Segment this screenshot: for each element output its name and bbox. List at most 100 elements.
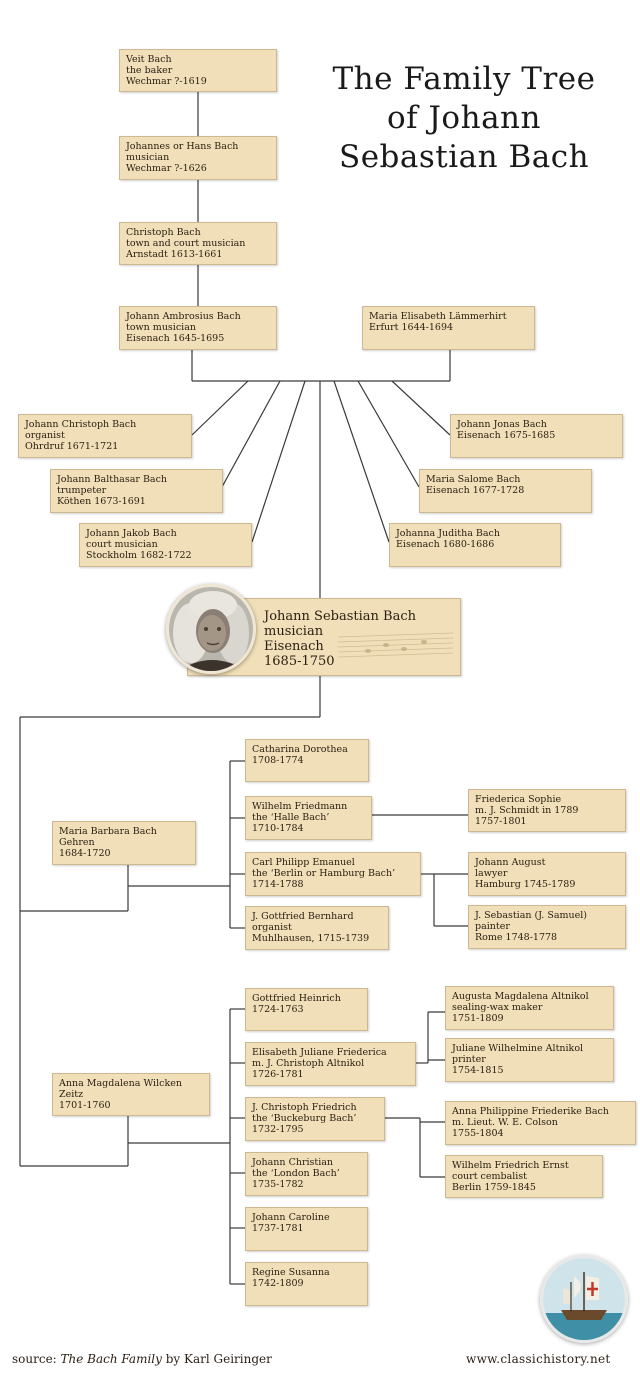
person-name: Johann Caroline	[252, 1212, 330, 1223]
person-detail: court musician	[86, 539, 158, 550]
person-detail: the baker	[126, 65, 173, 76]
person-name: Wilhelm Friedmann	[252, 801, 348, 812]
person-name: Augusta Magdalena Altnikol	[452, 991, 589, 1002]
person-johanna-juditha: Johanna Juditha Bach Eisenach 1680-1686	[389, 523, 561, 567]
person-detail: Eisenach 1645-1695	[126, 333, 225, 344]
person-detail: 1754-1815	[452, 1065, 504, 1076]
person-detail: m. J. Christoph Altnikol	[252, 1058, 365, 1069]
person-detail: 1732-1795	[252, 1124, 304, 1135]
website-link[interactable]: www.classichistory.net	[466, 1352, 611, 1366]
person-j-sebastian-samuel: J. Sebastian (J. Samuel) painter Rome 17…	[468, 905, 626, 949]
bach-portrait	[166, 584, 256, 674]
person-name: Johann Christian	[252, 1157, 334, 1168]
person-name: J. Christoph Friedrich	[252, 1102, 357, 1113]
person-detail: Rome 1748-1778	[475, 932, 558, 943]
diagram-title: The Family Tree of Johann Sebastian Bach	[305, 60, 623, 177]
person-name: Anna Philippine Friederike Bach	[452, 1106, 609, 1117]
person-detail: Eisenach 1677-1728	[426, 485, 525, 496]
person-detail: Köthen 1673-1691	[57, 496, 146, 507]
person-wilhelm-friedmann: Wilhelm Friedmann the ‘Halle Bach’ 1710-…	[245, 796, 372, 840]
person-detail: the ‘Buckeburg Bach’	[252, 1113, 357, 1124]
person-name: Johann Ambrosius Bach	[126, 311, 241, 322]
person-detail: 1714-1788	[252, 879, 304, 890]
person-johann-jonas: Johann Jonas Bach Eisenach 1675-1685	[450, 414, 623, 458]
person-veit-bach: Veit Bach the baker Wechmar ?-1619	[119, 49, 277, 92]
person-name: J. Gottfried Bernhard	[252, 911, 354, 922]
person-detail: m. Lieut. W. E. Colson	[452, 1117, 558, 1128]
person-name: Regine Susanna	[252, 1267, 330, 1278]
person-name: Johann Balthasar Bach	[57, 474, 168, 485]
person-name: Juliane Wilhelmine Altnikol	[452, 1043, 584, 1054]
ship-logo	[540, 1255, 628, 1343]
person-anna-philippine: Anna Philippine Friederike Bach m. Lieut…	[445, 1101, 636, 1145]
person-detail: the ‘Berlin or Hamburg Bach’	[252, 868, 396, 879]
person-detail: 1726-1781	[252, 1069, 304, 1080]
person-name: Maria Elisabeth Lämmerhirt	[369, 311, 507, 322]
person-wilhelm-friedrich-ernst: Wilhelm Friedrich Ernst court cembalist …	[445, 1155, 603, 1198]
person-name: Gottfried Heinrich	[252, 993, 341, 1004]
person-detail: organist	[252, 922, 292, 933]
person-detail: 1737-1781	[252, 1223, 304, 1234]
source-title: The Bach Family	[60, 1352, 162, 1366]
person-name: Elisabeth Juliane Friederica	[252, 1047, 387, 1058]
title-line: of Johann	[387, 100, 541, 136]
person-christoph-bach: Christoph Bach town and court musician A…	[119, 222, 277, 265]
person-detail: Arnstadt 1613-1661	[126, 249, 223, 260]
source-prefix: source:	[12, 1352, 61, 1366]
person-detail: painter	[475, 921, 510, 932]
person-name: J. Sebastian (J. Samuel)	[475, 910, 588, 921]
person-friederica-sophie: Friederica Sophie m. J. Schmidt in 1789 …	[468, 789, 626, 832]
person-j-gottfried-bernhard: J. Gottfried Bernhard organist Muhlhause…	[245, 906, 389, 950]
person-johann-christoph: Johann Christoph Bach organist Ohrdruf 1…	[18, 414, 192, 458]
person-detail: 1757-1801	[475, 816, 527, 827]
person-detail: musician	[126, 152, 170, 163]
person-detail: Erfurt 1644-1694	[369, 322, 454, 333]
person-maria-barbara: Maria Barbara Bach Gehren 1684-1720	[52, 821, 196, 865]
person-detail: musician	[264, 624, 324, 639]
person-maria-salome: Maria Salome Bach Eisenach 1677-1728	[419, 469, 592, 513]
person-anna-magdalena: Anna Magdalena Wilcken Zeitz 1701-1760	[52, 1073, 210, 1116]
person-regine-susanna: Regine Susanna 1742-1809	[245, 1262, 368, 1306]
person-name: Friederica Sophie	[475, 794, 562, 805]
title-line: Sebastian Bach	[338, 139, 590, 175]
person-detail: town and court musician	[126, 238, 246, 249]
person-detail: printer	[452, 1054, 486, 1065]
person-detail: 1684-1720	[59, 848, 111, 859]
person-detail: Eisenach 1675-1685	[457, 430, 556, 441]
person-name: Veit Bach	[126, 54, 172, 65]
person-detail: Ohrdruf 1671-1721	[25, 441, 119, 452]
person-detail: trumpeter	[57, 485, 107, 496]
person-name: Johanna Juditha Bach	[396, 528, 500, 539]
person-detail: 1742-1809	[252, 1278, 304, 1289]
person-carl-philipp-emanuel: Carl Philipp Emanuel the ‘Berlin or Hamb…	[245, 852, 421, 896]
person-gottfried-heinrich: Gottfried Heinrich 1724-1763	[245, 988, 368, 1031]
person-detail: 1708-1774	[252, 755, 304, 766]
person-detail: Stockholm 1682-1722	[86, 550, 192, 561]
person-name: Catharina Dorothea	[252, 744, 348, 755]
person-johann-august: Johann August lawyer Hamburg 1745-1789	[468, 852, 626, 896]
music-score-decoration	[338, 632, 454, 658]
person-maria-elisabeth: Maria Elisabeth Lämmerhirt Erfurt 1644-1…	[362, 306, 535, 350]
person-name: Wilhelm Friedrich Ernst	[452, 1160, 569, 1171]
person-name: Maria Barbara Bach	[59, 826, 157, 837]
person-johann-balthasar: Johann Balthasar Bach trumpeter Köthen 1…	[50, 469, 223, 513]
person-name: Johann Christoph Bach	[25, 419, 137, 430]
person-name: Johann Jakob Bach	[86, 528, 177, 539]
person-juliane-wilhelmine: Juliane Wilhelmine Altnikol printer 1754…	[445, 1038, 614, 1082]
person-detail: the ‘Halle Bach’	[252, 812, 330, 823]
person-name: Christoph Bach	[126, 227, 201, 238]
person-detail: m. J. Schmidt in 1789	[475, 805, 579, 816]
person-name: Johann Jonas Bach	[457, 419, 547, 430]
person-detail: 1751-1809	[452, 1013, 504, 1024]
person-detail: sealing-wax maker	[452, 1002, 543, 1013]
person-name: Johannes or Hans Bach	[126, 141, 239, 152]
person-johannes-bach: Johannes or Hans Bach musician Wechmar ?…	[119, 136, 277, 180]
person-johann-caroline: Johann Caroline 1737-1781	[245, 1207, 368, 1251]
person-j-christoph-friedrich: J. Christoph Friedrich the ‘Buckeburg Ba…	[245, 1097, 385, 1141]
person-name: Johann Sebastian Bach	[264, 609, 416, 624]
person-name: Carl Philipp Emanuel	[252, 857, 355, 868]
person-detail: 1701-1760	[59, 1100, 111, 1111]
person-detail: the ‘London Bach’	[252, 1168, 340, 1179]
source-suffix: by Karl Geiringer	[161, 1352, 272, 1366]
